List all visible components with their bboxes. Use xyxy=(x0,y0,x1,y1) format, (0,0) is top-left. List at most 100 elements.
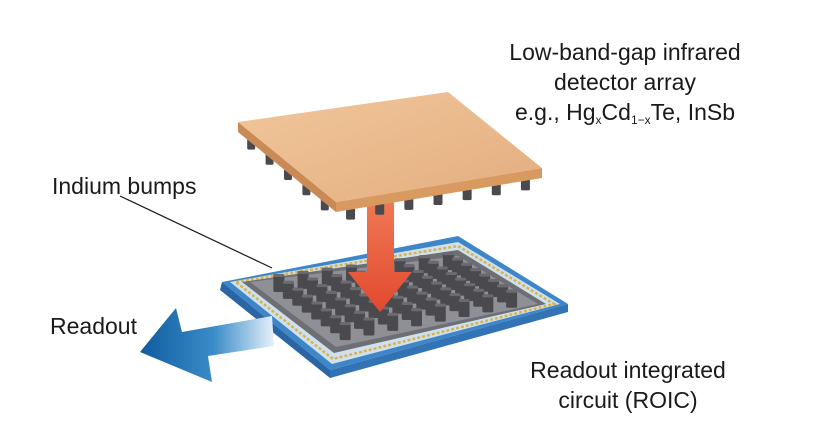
roic-bump xyxy=(418,255,430,274)
roic-bump-highlight xyxy=(325,290,337,294)
roic-bump-highlight xyxy=(394,258,406,262)
roic-bump-highlight xyxy=(316,284,328,288)
roic-bump xyxy=(410,308,422,327)
roic-bump-highlight xyxy=(292,287,304,291)
example-suffix: Te, InSb xyxy=(650,98,736,125)
roic-bump xyxy=(349,287,361,306)
roic-bump-highlight xyxy=(311,301,323,305)
detector-top xyxy=(238,92,542,202)
readout-label: Readout xyxy=(50,313,137,339)
roic-bump-highlight xyxy=(445,272,457,276)
detector-side-left xyxy=(238,122,336,212)
roic-bump xyxy=(301,294,313,313)
roic-bump-highlight xyxy=(363,317,375,321)
roic-bump-highlight xyxy=(418,255,430,259)
roic-bump-highlight xyxy=(392,295,404,299)
roic-bump-highlight xyxy=(282,280,294,284)
roic-bump xyxy=(363,317,375,336)
roic-label: Readout integrated circuit (ROIC) xyxy=(488,356,768,416)
roic-bump-highlight xyxy=(349,287,361,291)
readout-arrow xyxy=(140,308,274,382)
roic-bump xyxy=(321,267,333,286)
detector-label-line3: e.g., HgxCd1−xTe, InSb xyxy=(460,98,790,129)
roic-bump xyxy=(273,273,285,292)
roic-bump-highlight xyxy=(412,269,424,273)
roic-bump-highlight xyxy=(425,297,437,301)
roic-bump xyxy=(407,285,419,304)
roic-bump xyxy=(292,287,304,306)
roic-bump xyxy=(469,268,481,287)
bonding-arrow xyxy=(348,198,412,312)
roic-bump-highlight xyxy=(440,287,452,291)
roic-bump xyxy=(442,252,454,271)
roic-bump-highlight xyxy=(416,291,428,295)
roic-gold-trace xyxy=(233,244,558,361)
roic-bump xyxy=(412,269,424,288)
roic-bump xyxy=(421,275,433,294)
readout-arrow-shape xyxy=(140,308,274,382)
roic-bump xyxy=(449,293,461,312)
roic-bump-highlight xyxy=(473,288,485,292)
roic-bump-highlight xyxy=(273,273,285,277)
roic-bump xyxy=(416,291,428,310)
roic-label-line1: Readout integrated xyxy=(530,357,726,383)
detector-chip xyxy=(238,92,542,220)
roic-bump xyxy=(354,310,366,329)
subscript-1-minus-x: 1−x xyxy=(630,112,651,127)
roic-bump xyxy=(440,287,452,306)
cadmium-symbol: Cd xyxy=(601,98,631,125)
roic-bump-highlight xyxy=(306,277,318,281)
roic-bump xyxy=(392,295,404,314)
roic-bump-highlight xyxy=(442,252,454,256)
roic-bump-highlight xyxy=(410,308,422,312)
roic-bump xyxy=(387,312,399,331)
roic-bump xyxy=(359,293,371,312)
roic-bump xyxy=(320,308,332,327)
roic-bump xyxy=(482,294,494,313)
roic-bump xyxy=(460,262,472,281)
roic-bump xyxy=(311,301,323,320)
roic-bump xyxy=(306,277,318,296)
subscript-x: x xyxy=(595,112,602,127)
roic-bump-highlight xyxy=(346,264,358,268)
roic-bump-highlight xyxy=(330,315,342,319)
roic-bump xyxy=(455,277,467,296)
roic-bump-highlight xyxy=(458,298,470,302)
roic-bump-highlight xyxy=(331,274,343,278)
example-prefix: e.g., Hg xyxy=(514,98,596,125)
roic-bump xyxy=(394,258,406,277)
roic-bump-highlight xyxy=(320,308,332,312)
roic-bump-highlight xyxy=(321,267,333,271)
roic-bump xyxy=(331,274,343,293)
roic-bump-highlight xyxy=(407,285,419,289)
roic-bump xyxy=(330,315,342,334)
roic-bump-highlight xyxy=(497,284,509,288)
roic-bump-highlight xyxy=(460,262,472,266)
roic-bump xyxy=(451,257,463,276)
roic-bump xyxy=(297,270,309,289)
roic-bump-highlight xyxy=(434,303,446,307)
roic-bump xyxy=(335,297,347,316)
roic-bump xyxy=(325,290,337,309)
roic-bump-highlight xyxy=(335,297,347,301)
roic-bump xyxy=(506,289,518,308)
roic-bump-highlight xyxy=(339,322,351,326)
roic-bump xyxy=(282,280,294,299)
roic-bump-highlight xyxy=(464,283,476,287)
roic-bump xyxy=(425,297,437,316)
roic-bump xyxy=(344,304,356,323)
roic-bump xyxy=(401,302,413,321)
roic-bump xyxy=(488,278,500,297)
indium-bumps-leader-line xyxy=(119,195,273,269)
roic-bump xyxy=(479,273,491,292)
roic-bump-highlight xyxy=(403,264,415,268)
roic-bump xyxy=(445,272,457,291)
roic-bump xyxy=(458,298,470,317)
roic-base-edge xyxy=(220,282,330,378)
roic-bump-highlight xyxy=(387,312,399,316)
roic-bump-highlight xyxy=(301,294,313,298)
roic-bump xyxy=(464,283,476,302)
roic-bump-highlight xyxy=(469,268,481,272)
